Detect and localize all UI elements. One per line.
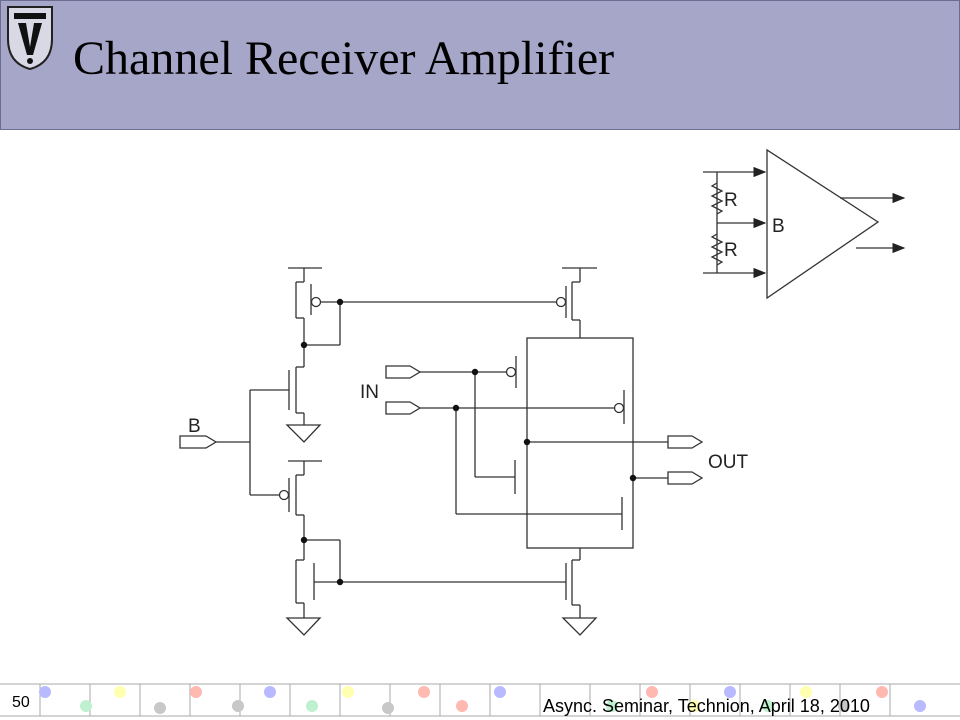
footer-decoration xyxy=(0,683,960,717)
resistor-2-label: R xyxy=(724,240,738,261)
resistor-1-label: R xyxy=(724,190,738,211)
input-b-label: B xyxy=(188,416,201,437)
footer-text: Async. Seminar, Technion, April 18, 2010 xyxy=(543,696,870,716)
technion-logo-icon xyxy=(7,6,53,71)
transistor-circuit xyxy=(179,267,704,636)
amplifier-label: B xyxy=(772,216,785,237)
output-label: OUT xyxy=(708,452,749,473)
input-in-label: IN xyxy=(360,382,379,403)
circuit-diagram: R R B xyxy=(179,148,906,636)
page-number: 50 xyxy=(12,694,30,711)
junction-dots xyxy=(300,298,637,586)
amplifier-symbol xyxy=(703,148,906,300)
page-title: Channel Receiver Amplifier xyxy=(73,32,615,85)
title-bar: Channel Receiver Amplifier xyxy=(0,0,960,130)
